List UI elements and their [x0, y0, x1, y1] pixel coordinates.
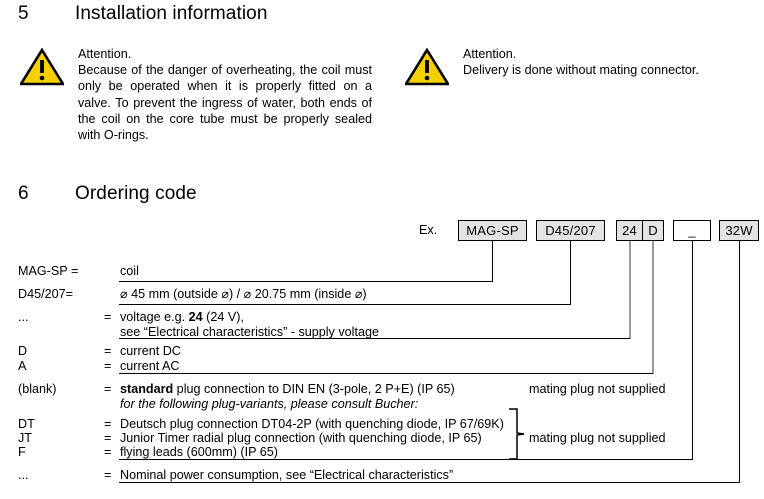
legend-key: (blank) [18, 382, 57, 396]
section-6-title: Ordering code [75, 183, 197, 204]
legend-value: current DC [120, 344, 181, 358]
legend-value: Nominal power consumption, see “Electric… [120, 468, 454, 482]
legend-value: flying leads (600mm) (IP 65) [120, 445, 278, 459]
legend-value-line2: for the following plug-variants, please … [120, 397, 419, 411]
warning-1-title: Attention. [78, 47, 132, 61]
connector-current-vertical [652, 241, 654, 374]
legend-note-blank: mating plug not supplied [529, 382, 666, 396]
legend-key: D45/207= [18, 287, 73, 301]
connector-power-vertical [739, 241, 741, 483]
rule-current [119, 373, 653, 375]
warning-2-body: Attention. Delivery is done without mati… [463, 46, 753, 78]
legend-value: standard plug connection to DIN EN (3-po… [120, 382, 455, 396]
warning-1-text: Because of the danger of overheating, th… [78, 63, 372, 143]
legend-key: MAG-SP = [18, 264, 79, 278]
legend-value: Deutsch plug connection DT04-2P (with qu… [120, 417, 504, 431]
legend-equals: = [104, 417, 112, 431]
legend-key: DT [18, 417, 35, 431]
legend-equals: = [104, 445, 112, 459]
warning-2-text: Delivery is done without mating connecto… [463, 63, 699, 78]
legend-value: Junior Timer radial plug connection (wit… [120, 431, 482, 445]
legend-value: coil [120, 264, 139, 278]
connector-mag-sp-vertical [492, 241, 494, 282]
rule-mag-sp [119, 281, 493, 283]
section-5-number: 5 [18, 3, 29, 24]
legend-value: current AC [120, 359, 180, 373]
section-5-title: Installation information [75, 3, 268, 24]
warning-2-title: Attention. [463, 47, 517, 61]
legend-equals: = [104, 468, 112, 482]
legend-equals: = [104, 382, 112, 396]
legend-key: ... [18, 310, 29, 324]
plug-variants-brace [505, 408, 527, 463]
legend-equals: = [104, 431, 112, 445]
code-box-current[interactable]: D [642, 220, 664, 241]
legend-key: ... [18, 468, 29, 482]
code-box-d45-207[interactable]: D45/207 [536, 220, 605, 241]
section-6-number: 6 [18, 183, 29, 204]
code-box-voltage[interactable]: 24 [616, 220, 643, 241]
rule-power [119, 482, 740, 484]
legend-value-line2: see “Electrical characteristics” - suppl… [120, 325, 379, 339]
warning-triangle-icon [403, 47, 451, 86]
legend-value: voltage e.g. 24 (24 V), [120, 310, 244, 324]
legend-key: F [18, 445, 26, 459]
legend-equals: = [104, 310, 112, 324]
legend-equals: = [104, 344, 112, 358]
code-box-power[interactable]: 32W [719, 220, 759, 241]
legend-key: A [18, 359, 27, 373]
rule-voltage [119, 338, 630, 340]
warning-1-body: Attention. Because of the danger of over… [78, 46, 372, 143]
connector-d45-vertical [570, 241, 572, 305]
warning-triangle-icon [18, 47, 66, 86]
legend-key: JT [18, 431, 32, 445]
legend-note-plugvariants: mating plug not supplied [529, 431, 666, 445]
ordering-code-legend: MAG-SP = coil D45/207= ⌀ 45 mm (outside … [0, 255, 764, 499]
legend-key: D [18, 344, 28, 358]
example-label: Ex. [419, 223, 438, 237]
code-box-plug[interactable]: _ [673, 220, 711, 241]
rule-plug [119, 459, 693, 461]
legend-value: ⌀ 45 mm (outside ⌀) / ⌀ 20.75 mm (inside… [120, 287, 367, 301]
legend-equals: = [104, 359, 112, 373]
connector-voltage-vertical [629, 241, 631, 339]
code-box-mag-sp[interactable]: MAG-SP [458, 220, 527, 241]
rule-d45 [119, 304, 571, 306]
connector-plug-vertical [692, 241, 694, 460]
